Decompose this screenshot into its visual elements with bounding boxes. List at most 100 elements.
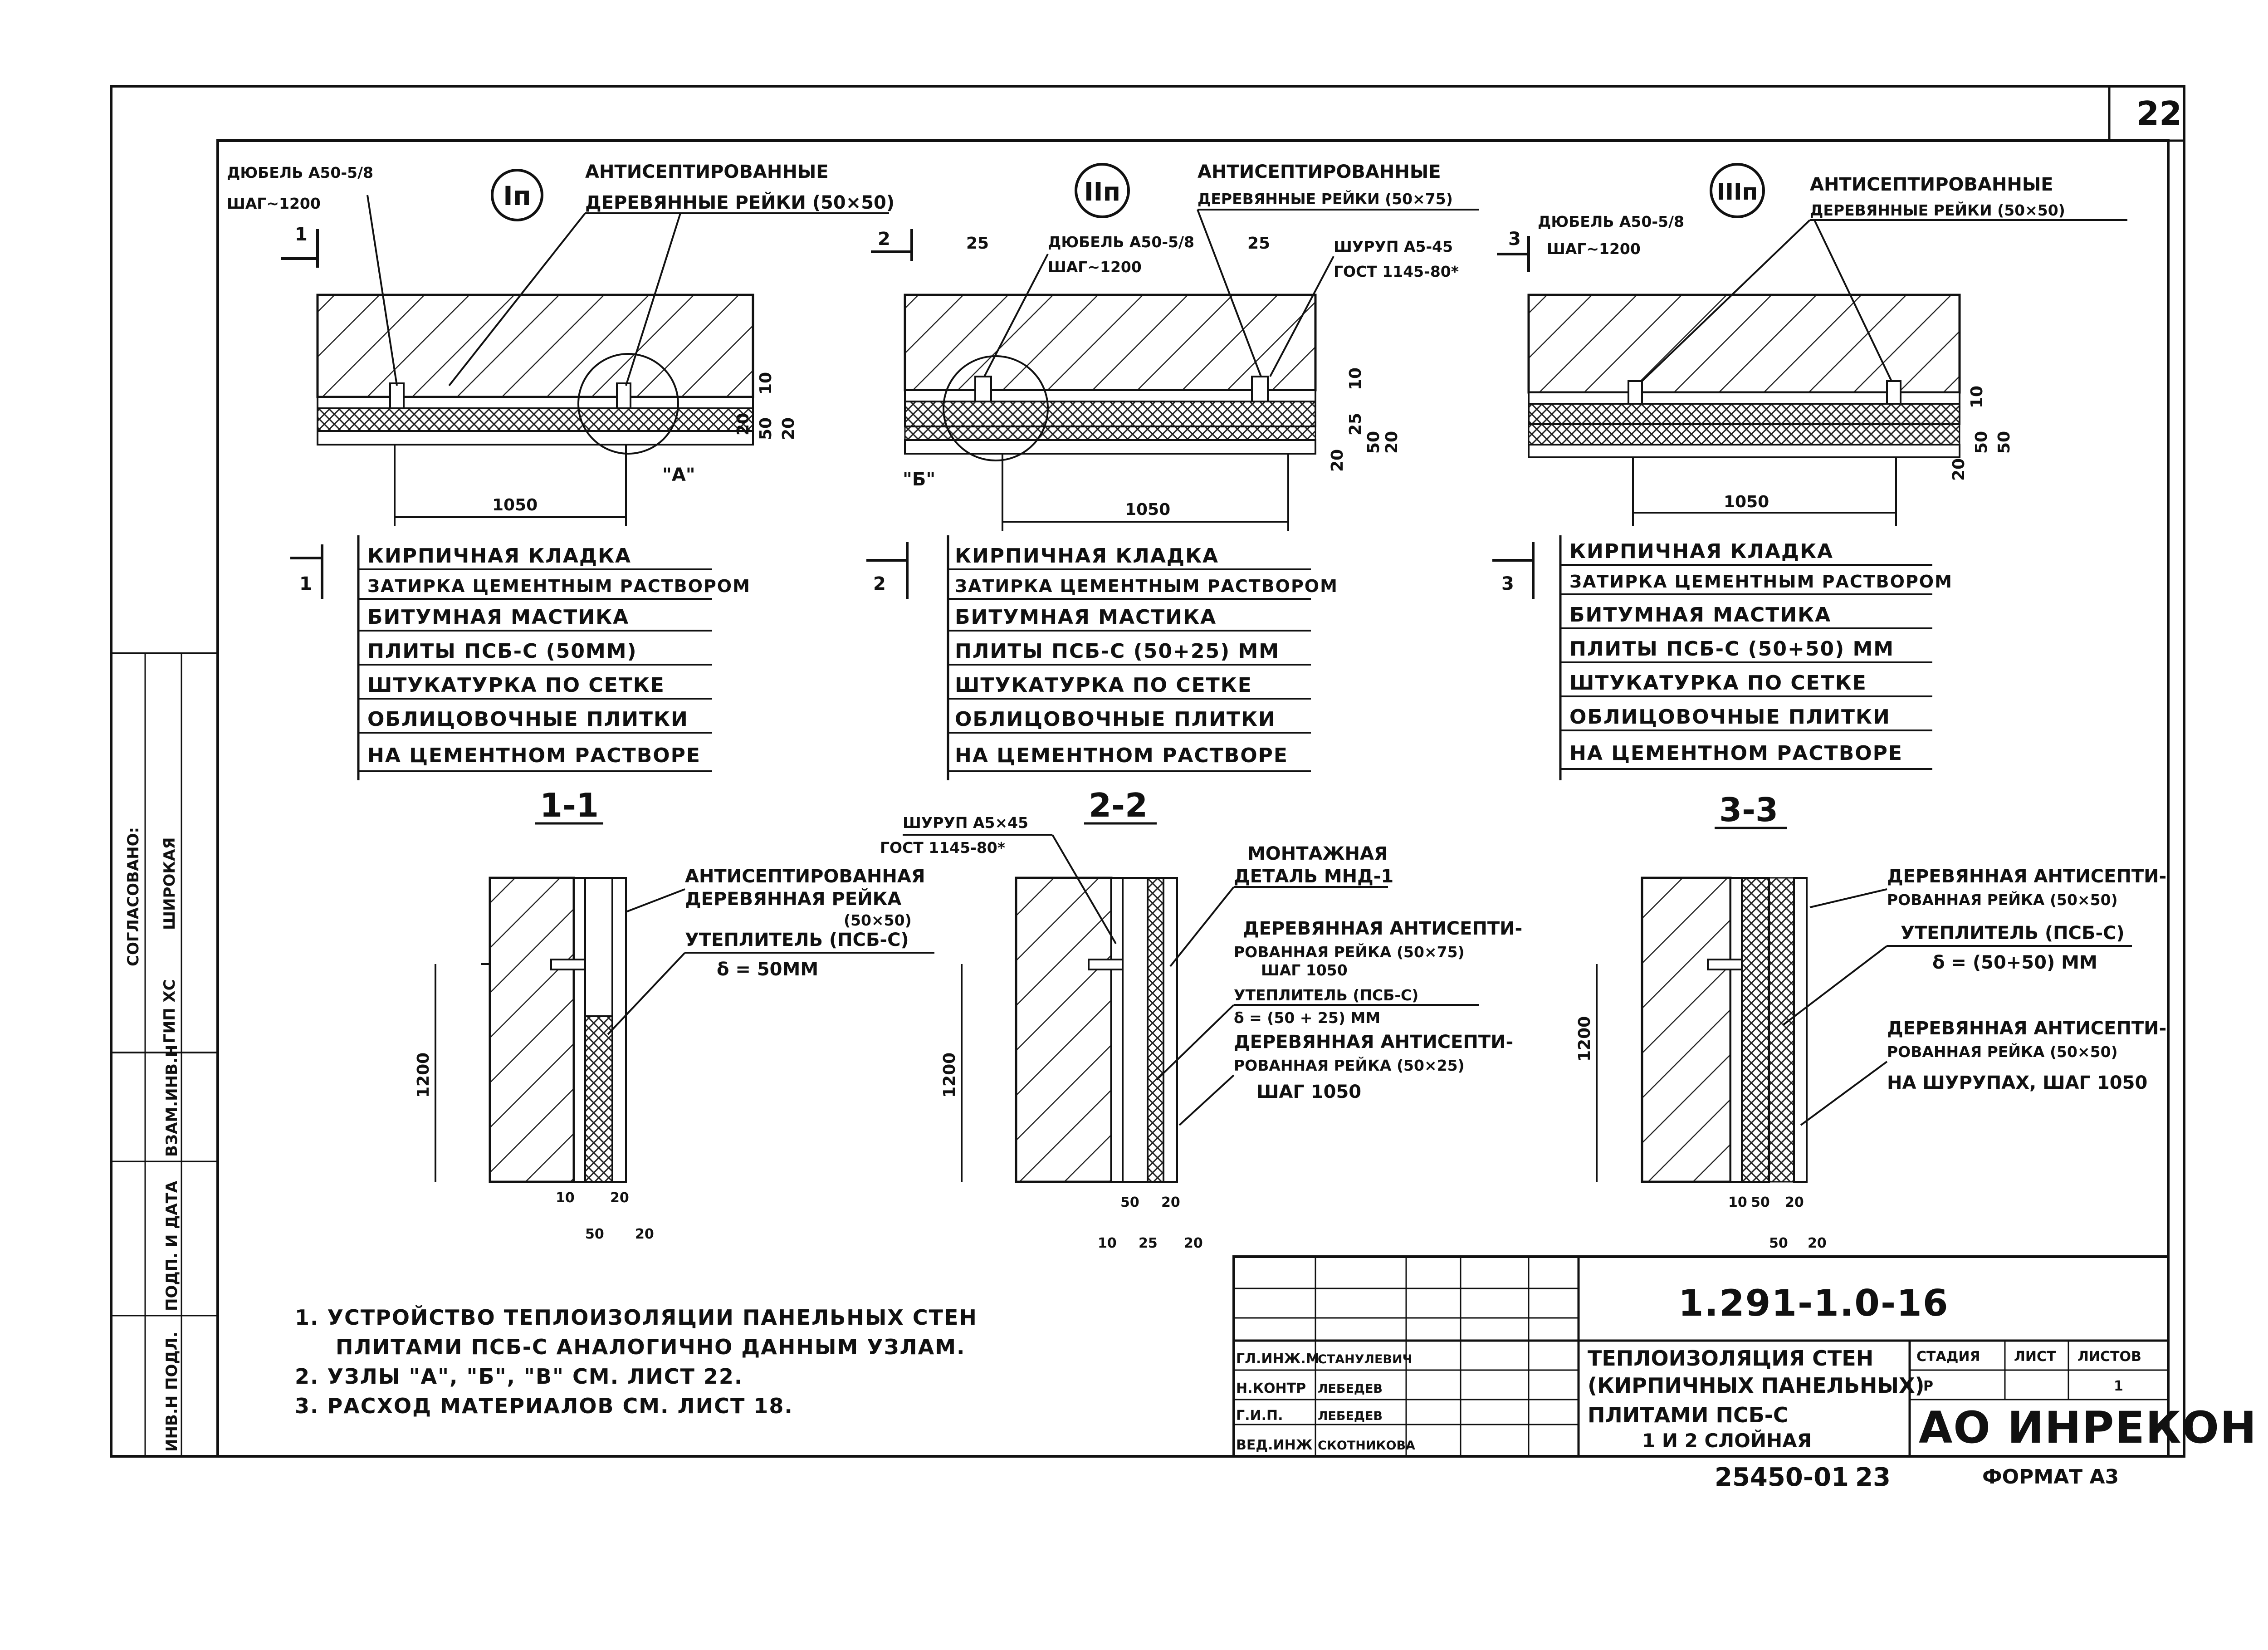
stage-header: СТАДИЯ: [1916, 1349, 1980, 1365]
detail-2-dowel: ДЮБЕЛЬ А50-5/8: [1048, 233, 1194, 251]
svg-text:10: 10: [1728, 1195, 1747, 1210]
side-stamp: СОГЛАСОВАНО: ГИП ХС ШИРОКАЯ ВЗАМ.ИНВ.Н П…: [110, 652, 219, 1457]
height-3: 1200: [1575, 1016, 1594, 1062]
detail-3: IIIп АНТИСЕПТИРОВАННЫЕ ДЕРЕВЯННЫЕ РЕЙКИ …: [1492, 163, 2166, 1251]
detail-1-span: 1050: [492, 496, 538, 514]
stamp-role: ГИП ХС: [161, 979, 179, 1043]
svg-text:25: 25: [1247, 234, 1270, 253]
detail-1: Iп ДЮБЕЛЬ А50-5/8 ШАГ~1200 АНТИСЕПТИРОВА…: [227, 162, 934, 1242]
svg-text:20: 20: [1161, 1195, 1180, 1210]
section-title-3: 3-3: [1719, 791, 1778, 829]
svg-text:20: 20: [610, 1190, 629, 1206]
notes: 1. УСТРОЙСТВО ТЕПЛОИЗОЛЯЦИИ ПАНЕЛЬНЫХ СТ…: [295, 1305, 978, 1418]
title-block: 1.291-1.0-16 ТЕПЛОИЗОЛЯЦИЯ СТЕН (КИРПИЧН…: [1232, 1255, 2257, 1458]
svg-text:IIIп: IIIп: [1717, 179, 1758, 205]
sec3-label-7: НА ШУРУПАХ, ШАГ 1050: [1887, 1072, 2147, 1093]
layer-2-7: НА ЦЕМЕНТНОМ РАСТВОРЕ: [955, 744, 1288, 767]
detail-1-step: ШАГ~1200: [227, 195, 321, 212]
detail-3-rails-1: АНТИСЕПТИРОВАННЫЕ: [1810, 174, 2053, 195]
sec2-screw: ШУРУП А5×45: [903, 814, 1028, 832]
note-1: 1. УСТРОЙСТВО ТЕПЛОИЗОЛЯЦИИ ПАНЕЛЬНЫХ СТ…: [295, 1305, 978, 1330]
sec1-label-1: АНТИСЕПТИРОВАННАЯ: [685, 866, 925, 887]
name-3: ЛЕБЕДЕВ: [1318, 1409, 1383, 1423]
page-number: 22: [2136, 94, 2182, 132]
detail-2-cut-mark: 2: [878, 229, 890, 250]
sec2-label-1: МОНТАЖНАЯ: [1247, 843, 1388, 864]
name-2: ЛЕБЕДЕВ: [1318, 1382, 1383, 1396]
role-4: ВЕД.ИНЖ: [1236, 1437, 1313, 1453]
svg-text:20: 20: [1808, 1235, 1827, 1251]
role-2: Н.КОНТР: [1236, 1381, 1306, 1396]
section-3-mark: 3: [1501, 573, 1514, 594]
layer-1-5: ШТУКАТУРКА ПО СЕТКЕ: [367, 674, 665, 697]
name-4: СКОТНИКОВА: [1318, 1439, 1415, 1453]
svg-text:20: 20: [1328, 449, 1347, 472]
drawing-code: 1.291-1.0-16: [1678, 1282, 1949, 1324]
note-3: 3. РАСХОД МАТЕРИАЛОВ СМ. ЛИСТ 18.: [295, 1394, 793, 1418]
bottom-sheet: 23: [1855, 1463, 1891, 1492]
stamp-name: ШИРОКАЯ: [161, 837, 179, 930]
layer-1-1: КИРПИЧНАЯ КЛАДКА: [367, 544, 631, 568]
svg-text:50: 50: [1769, 1235, 1788, 1251]
stamp-col-2: ПОДП. И ДАТА: [163, 1180, 181, 1311]
detail-3-span: 1050: [1724, 493, 1769, 511]
node-a-label: "А": [662, 465, 695, 485]
svg-text:50: 50: [1364, 431, 1383, 454]
sec3-label-3: УТЕПЛИТЕЛЬ (ПСБ-С): [1901, 923, 2125, 944]
sec2-label-10: ШАГ 1050: [1256, 1082, 1361, 1102]
layer-3-3: БИТУМНАЯ МАСТИКА: [1569, 603, 1831, 627]
bottom-code: 25450-01: [1715, 1463, 1849, 1492]
svg-text:10: 10: [1346, 367, 1365, 390]
svg-text:20: 20: [734, 413, 753, 436]
sec2-label-6: УТЕПЛИТЕЛЬ (ПСБ-С): [1234, 986, 1418, 1004]
sec2-label-8: ДЕРЕВЯННАЯ АНТИСЕПТИ-: [1234, 1032, 1513, 1053]
detail-1-cut-mark: 1: [295, 224, 308, 245]
sec2-label-5: ШАГ 1050: [1261, 961, 1348, 979]
detail-2-rails-2: ДЕРЕВЯННЫЕ РЕЙКИ (50×75): [1198, 190, 1453, 208]
sheets-value: 1: [2114, 1378, 2123, 1394]
detail-3-marker: [1710, 163, 1765, 218]
detail-2-marker: [1075, 163, 1130, 218]
layer-2-5: ШТУКАТУРКА ПО СЕТКЕ: [955, 674, 1252, 697]
sec1-label-4: УТЕПЛИТЕЛЬ (ПСБ-С): [685, 930, 909, 950]
role-1: ГЛ.ИНЖ.М: [1236, 1351, 1320, 1367]
sec3-label-1: ДЕРЕВЯННАЯ АНТИСЕПТИ-: [1887, 866, 2166, 887]
organization: АО ИНРЕКОН: [1919, 1402, 2257, 1453]
sec1-label-2: ДЕРЕВЯННАЯ РЕЙКА: [685, 888, 901, 910]
section-2-mark: 2: [873, 573, 886, 594]
sec2-label-9: РОВАННАЯ РЕЙКА (50×25): [1234, 1056, 1465, 1074]
height-2: 1200: [940, 1053, 959, 1098]
sec1-label-3: (50×50): [844, 911, 912, 929]
agreed-label: СОГЛАСОВАНО:: [124, 827, 142, 966]
svg-text:25: 25: [1139, 1235, 1158, 1251]
layer-3-1: КИРПИЧНАЯ КЛАДКА: [1569, 540, 1833, 563]
stamp-col-1: ВЗАМ.ИНВ.Н: [163, 1045, 181, 1157]
section-1-mark: 1: [299, 573, 312, 594]
svg-text:10: 10: [757, 372, 775, 395]
sec3-label-2: РОВАННАЯ РЕЙКА (50×50): [1887, 891, 2118, 909]
layer-1-2: ЗАТИРКА ЦЕМЕНТНЫМ РАСТВОРОМ: [367, 576, 751, 596]
height-1: 1200: [414, 1053, 433, 1098]
svg-text:20: 20: [1950, 458, 1968, 481]
format-label: ФОРМАТ А3: [1982, 1465, 2119, 1488]
svg-text:IIп: IIп: [1084, 177, 1120, 207]
sec2-label-2: ДЕТАЛЬ МНД-1: [1234, 866, 1393, 887]
name-1: СТАНУЛЕВИЧ: [1318, 1352, 1412, 1366]
detail-2-rails-1: АНТИСЕПТИРОВАННЫЕ: [1198, 162, 1441, 182]
sec2-label-3: ДЕРЕВЯННАЯ АНТИСЕПТИ-: [1243, 918, 1522, 939]
detail-1-rails-1: АНТИСЕПТИРОВАННЫЕ: [585, 162, 829, 182]
role-3: Г.И.П.: [1236, 1408, 1283, 1424]
layer-2-1: КИРПИЧНАЯ КЛАДКА: [955, 544, 1219, 568]
title-line-3: ПЛИТАМИ ПСБ-С: [1588, 1403, 1789, 1427]
svg-text:50: 50: [585, 1226, 604, 1242]
sheets-header: ЛИСТОВ: [2077, 1349, 2141, 1365]
sec2-label-7: δ = (50 + 25) ММ: [1234, 1009, 1380, 1027]
layer-3-7: НА ЦЕМЕНТНОМ РАСТВОРЕ: [1569, 742, 1903, 765]
detail-3-step: ШАГ~1200: [1547, 240, 1641, 258]
page-number-box: [2108, 85, 2185, 142]
sec3-label-5: ДЕРЕВЯННАЯ АНТИСЕПТИ-: [1887, 1018, 2166, 1039]
detail-1-rails-2: ДЕРЕВЯННЫЕ РЕЙКИ (50×50): [585, 191, 894, 213]
stage-value: Р: [1923, 1378, 1933, 1394]
sec3-label-6: РОВАННАЯ РЕЙКА (50×50): [1887, 1043, 2118, 1061]
